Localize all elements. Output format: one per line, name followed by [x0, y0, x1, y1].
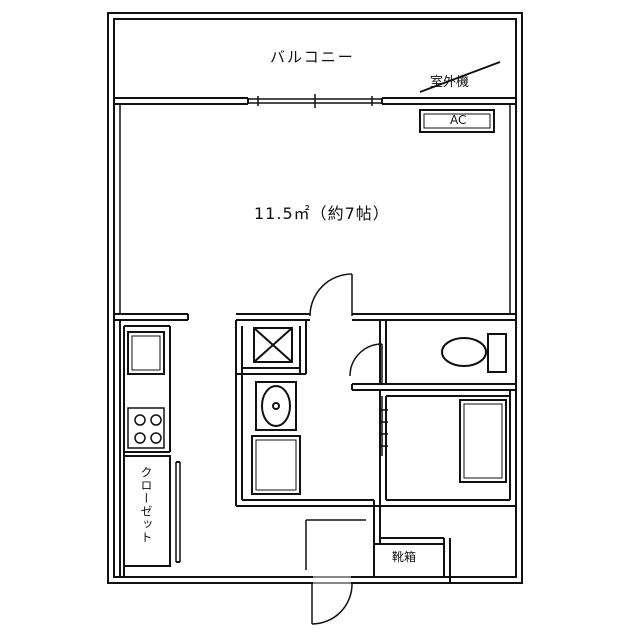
outdoor-unit-mark	[419, 61, 501, 93]
room-door	[309, 273, 353, 317]
bathtub	[459, 399, 507, 483]
washer-pan	[251, 435, 301, 495]
room-area-label: 11.5㎡（約7帖）	[254, 204, 390, 223]
ac-unit	[419, 109, 495, 133]
bathroom-door	[380, 396, 388, 456]
balcony-label: バルコニー	[270, 48, 355, 66]
washbasin	[255, 381, 297, 431]
balcony-window	[248, 94, 382, 108]
ac-label: AC	[450, 113, 467, 127]
kitchen-sink	[127, 331, 165, 375]
toilet	[441, 333, 507, 373]
shoe-box-label: 靴箱	[392, 550, 417, 564]
toilet-room-wall	[351, 320, 516, 391]
pipe-shaft	[253, 327, 293, 363]
washroom-wall	[235, 320, 380, 507]
stove	[127, 407, 165, 449]
shoe-box	[373, 500, 451, 583]
bathroom-wall	[379, 390, 516, 507]
closet	[123, 455, 181, 567]
toilet-door	[349, 343, 383, 384]
room-inner-wall	[119, 104, 511, 314]
entrance-step	[305, 519, 366, 570]
closet-label: クローゼット	[139, 466, 153, 544]
room-bottom-wall	[114, 313, 516, 321]
outdoor-unit-label: 室外機	[430, 75, 470, 90]
balcony-wall	[114, 97, 516, 105]
